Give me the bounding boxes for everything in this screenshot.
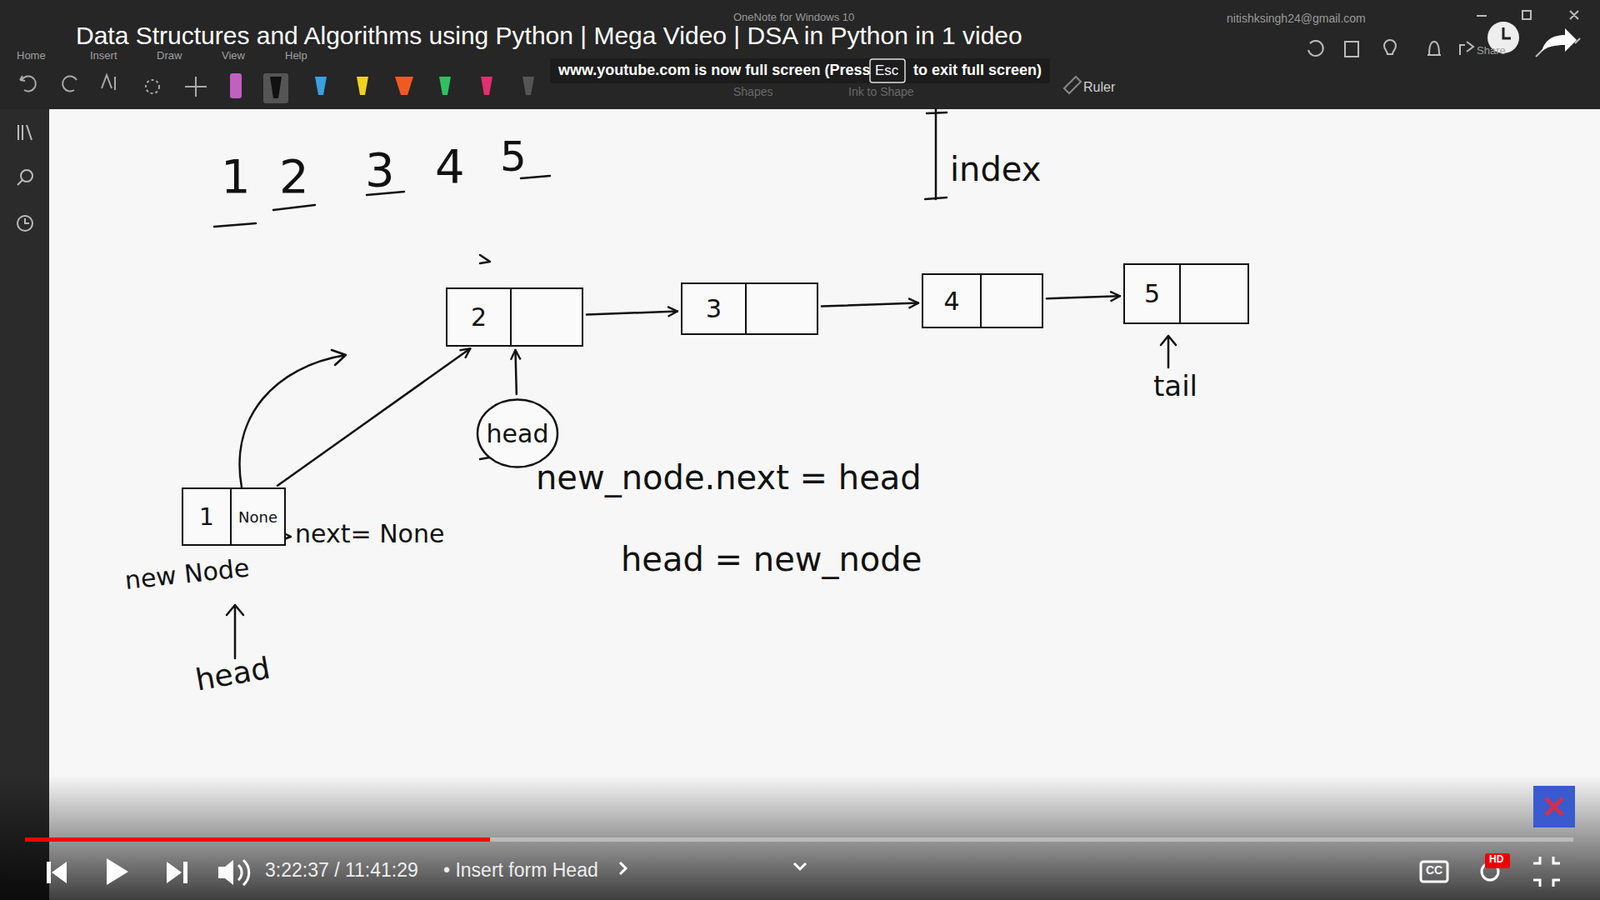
data-cell: 2 — [447, 289, 512, 345]
next-cell — [1180, 265, 1248, 323]
captions-button: CC — [1425, 863, 1443, 877]
node-value: 1 — [199, 503, 215, 531]
ribbon-tool: Ruler — [1083, 80, 1115, 95]
index-number: 5 — [500, 133, 527, 182]
node-next: None — [238, 508, 278, 526]
index-number: 1 — [220, 150, 251, 204]
ribbon-tool: Ink to Shape — [848, 85, 915, 99]
data-cell: 5 — [1125, 265, 1181, 323]
pointer-label: tail — [1153, 370, 1198, 403]
code-note: new_node.next = head — [535, 458, 922, 497]
next-cell — [746, 284, 817, 334]
code-note: head = new_node — [620, 540, 922, 579]
node-value: 4 — [943, 286, 960, 316]
axis-label: index — [950, 150, 1041, 189]
next-cell — [981, 275, 1042, 327]
chapter-title: • Insert form Head — [443, 859, 599, 881]
ribbon-tab: View — [221, 50, 245, 63]
app-name: OneNote for Windows 10 — [733, 11, 855, 25]
index-number: 4 — [435, 140, 465, 194]
node-value: 5 — [1144, 279, 1160, 309]
share-button: Share — [1476, 45, 1506, 58]
fullscreen-notice: to exit full screen) — [913, 61, 1042, 80]
ribbon-tab: Home — [16, 50, 46, 63]
list-node-box: 5 — [1123, 263, 1250, 325]
data-cell: 1 — [183, 489, 232, 545]
next-cell: None — [231, 489, 285, 545]
list-node-box: 2 — [445, 287, 584, 347]
account-email: nitishksingh24@gmail.com — [1226, 11, 1366, 25]
key-hint: Esc — [875, 62, 899, 80]
pointer-arrow — [821, 303, 919, 307]
pointer-arrow — [277, 348, 470, 485]
node-text: head — [486, 419, 550, 449]
index-number: 3 — [365, 143, 395, 197]
pointer-circle: head — [475, 397, 560, 470]
pointer-arrow — [515, 350, 516, 395]
video-time: 3:22:37 / 11:41:29 — [265, 859, 419, 881]
fullscreen-notice: www.youtube.com is now full screen (Pres… — [558, 61, 870, 80]
video-title: Data Structures and Algorithms using Pyt… — [75, 21, 1023, 51]
list-node-box: 4 — [921, 273, 1044, 329]
ribbon-tool: Shapes — [733, 85, 773, 99]
field-note: next= None — [295, 520, 445, 550]
pointer-arrow — [1046, 295, 1120, 299]
ribbon-tab: Insert — [90, 50, 118, 63]
ribbon-tab: Help — [285, 50, 308, 63]
data-cell: 4 — [923, 275, 982, 327]
list-node-box: 3 — [680, 282, 819, 335]
pointer-arrow — [586, 311, 678, 315]
hd-badge: HD — [1489, 854, 1504, 866]
next-cell — [511, 289, 582, 345]
node-value: 2 — [470, 302, 487, 332]
list-node-box: 1 None — [181, 487, 286, 546]
index-number: 2 — [279, 150, 310, 204]
node-value: 3 — [705, 294, 722, 324]
ribbon-tab: Draw — [156, 50, 182, 63]
data-cell: 3 — [682, 284, 747, 334]
